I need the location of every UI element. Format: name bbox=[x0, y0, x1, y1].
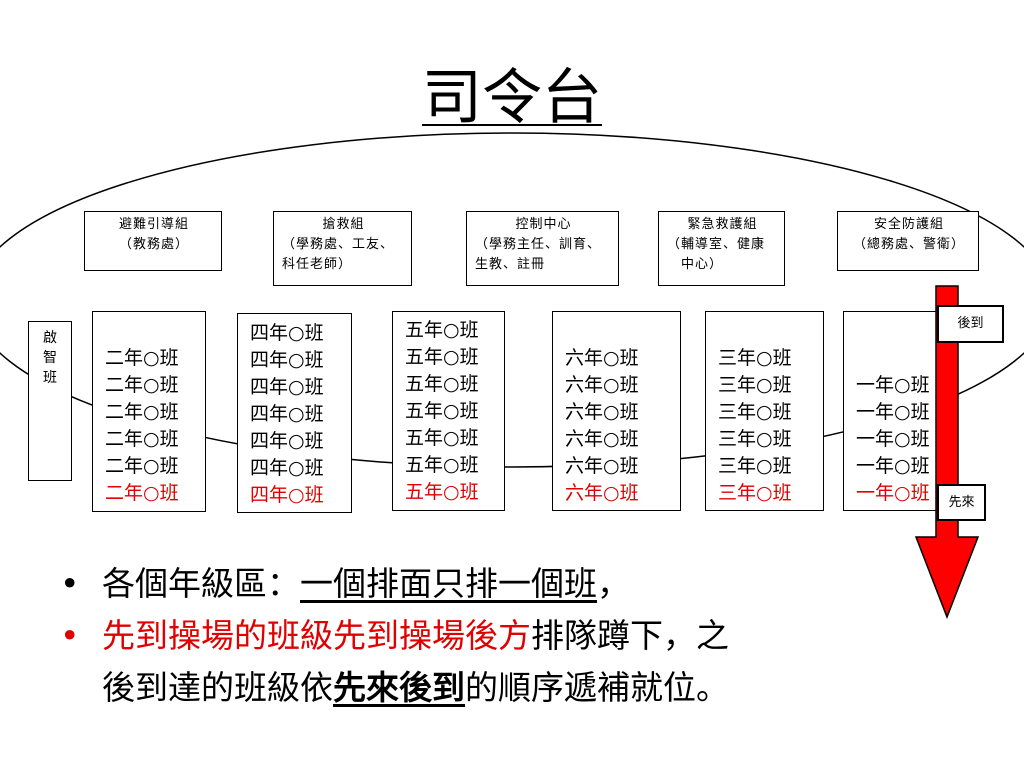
class-item: 三年○班 bbox=[718, 428, 792, 450]
page-title: 司令台 bbox=[422, 63, 602, 133]
class-item: 二年○班 bbox=[105, 428, 179, 450]
bullet-list: • 各個年級區：一個排面只排一個班， • 先到操場的班級先到操場後方排隊蹲下，之… bbox=[60, 558, 990, 714]
group-rescue: 搶救組 （學務處、工友、 科任老師） bbox=[273, 211, 412, 286]
class-item-last: 六年○班 bbox=[565, 482, 639, 504]
class-item: 三年○班 bbox=[718, 401, 792, 423]
group-line: 緊急救護組 bbox=[687, 217, 758, 232]
class-item: 三年○班 bbox=[718, 455, 792, 477]
class-column-grade2: 二年○班 二年○班 二年○班 二年○班 二年○班 二年○班 bbox=[92, 311, 206, 512]
class-item-last: 二年○班 bbox=[105, 482, 179, 504]
class-item: 三年○班 bbox=[718, 347, 792, 369]
class-item: 三年○班 bbox=[718, 374, 792, 396]
group-line: 安全防護組 bbox=[873, 217, 944, 232]
class-column-grade5: 五年○班 五年○班 五年○班 五年○班 五年○班 五年○班 五年○班 bbox=[392, 311, 505, 511]
group-line: 生教、註冊 bbox=[475, 257, 546, 272]
group-evacuation-guidance: 避難引導組 （教務處） bbox=[84, 211, 222, 271]
class-item: 四年○班 bbox=[250, 457, 324, 479]
class-item: 五年○班 bbox=[405, 454, 479, 476]
special-class-char: 班 bbox=[43, 370, 57, 386]
bullet-dot: • bbox=[60, 616, 80, 655]
class-item: 六年○班 bbox=[565, 455, 639, 477]
group-line: 搶救組 bbox=[322, 217, 365, 232]
class-item-last: 一年○班 bbox=[856, 482, 930, 504]
group-line: （教務處） bbox=[118, 237, 189, 252]
bullet-bold-text: 先來後到 bbox=[333, 668, 465, 707]
class-column-grade1: 一年○班 一年○班 一年○班 一年○班 一年○班 bbox=[843, 311, 948, 511]
group-line: 科任老師） bbox=[282, 257, 353, 272]
group-line: （輔導室、健康 bbox=[667, 237, 766, 252]
group-line: （學務處、工友、 bbox=[282, 237, 395, 252]
group-line: 中心） bbox=[667, 257, 724, 272]
bullet-item: • 各個年級區：一個排面只排一個班， bbox=[60, 558, 990, 610]
class-item: 四年○班 bbox=[250, 349, 324, 371]
class-item: 五年○班 bbox=[405, 400, 479, 422]
class-item: 一年○班 bbox=[856, 455, 930, 477]
class-item: 一年○班 bbox=[856, 428, 930, 450]
bullet-text: 後到達的班級依 bbox=[102, 668, 333, 707]
bullet-prefix: 各個年級區： bbox=[102, 564, 300, 603]
class-column-grade6: 六年○班 六年○班 六年○班 六年○班 六年○班 六年○班 bbox=[552, 311, 681, 511]
group-line: 控制中心 bbox=[515, 217, 572, 232]
group-line: （學務主任、訓育、 bbox=[475, 237, 602, 252]
class-item: 五年○班 bbox=[405, 373, 479, 395]
class-item-last: 五年○班 bbox=[405, 481, 479, 503]
class-item: 五年○班 bbox=[405, 346, 479, 368]
class-column-grade3: 三年○班 三年○班 三年○班 三年○班 三年○班 三年○班 bbox=[705, 311, 824, 511]
class-item: 四年○班 bbox=[250, 376, 324, 398]
special-class-box: 啟 智 班 bbox=[28, 321, 72, 481]
class-item: 二年○班 bbox=[105, 401, 179, 423]
bullet-item: • 先到操場的班級先到操場後方排隊蹲下，之後到達的班級依先來後到的順序遞補就位。 bbox=[60, 610, 990, 714]
class-item: 五年○班 bbox=[405, 319, 479, 341]
class-column-grade4: 四年○班 四年○班 四年○班 四年○班 四年○班 四年○班 四年○班 bbox=[237, 313, 352, 513]
class-item: 一年○班 bbox=[856, 374, 930, 396]
bullet-text: 的順序遞補就位。 bbox=[465, 668, 729, 707]
class-item: 六年○班 bbox=[565, 401, 639, 423]
group-line: 避難引導組 bbox=[118, 217, 189, 232]
class-item: 六年○班 bbox=[565, 347, 639, 369]
class-item: 一年○班 bbox=[856, 401, 930, 423]
bullet-text: 排隊蹲下，之 bbox=[531, 616, 729, 655]
class-item: 二年○班 bbox=[105, 455, 179, 477]
special-class-char: 啟 bbox=[43, 330, 57, 346]
class-item-last: 四年○班 bbox=[250, 484, 324, 506]
arrive-first-tag: 先來 bbox=[937, 484, 986, 521]
class-item: 四年○班 bbox=[250, 322, 324, 344]
group-emergency-aid: 緊急救護組 （輔導室、健康 中心） bbox=[658, 211, 785, 286]
special-class-char: 智 bbox=[43, 350, 57, 366]
class-item: 四年○班 bbox=[250, 403, 324, 425]
class-item: 五年○班 bbox=[405, 427, 479, 449]
arrive-late-tag: 後到 bbox=[937, 305, 1004, 343]
class-item: 二年○班 bbox=[105, 374, 179, 396]
class-item: 六年○班 bbox=[565, 428, 639, 450]
bullet-underlined: 一個排面只排一個班 bbox=[300, 564, 597, 603]
class-item: 二年○班 bbox=[105, 347, 179, 369]
class-item: 六年○班 bbox=[565, 374, 639, 396]
bullet-suffix: ， bbox=[597, 564, 630, 603]
group-line: （總務處、警衛） bbox=[852, 237, 965, 252]
group-safety-protection: 安全防護組 （總務處、警衛） bbox=[837, 211, 979, 271]
bullet-red-text: 先到操場的班級先到操場後方 bbox=[102, 616, 531, 655]
bullet-dot: • bbox=[60, 564, 80, 603]
group-control-center: 控制中心 （學務主任、訓育、 生教、註冊 bbox=[466, 211, 619, 286]
class-item: 四年○班 bbox=[250, 430, 324, 452]
class-item-last: 三年○班 bbox=[718, 482, 792, 504]
